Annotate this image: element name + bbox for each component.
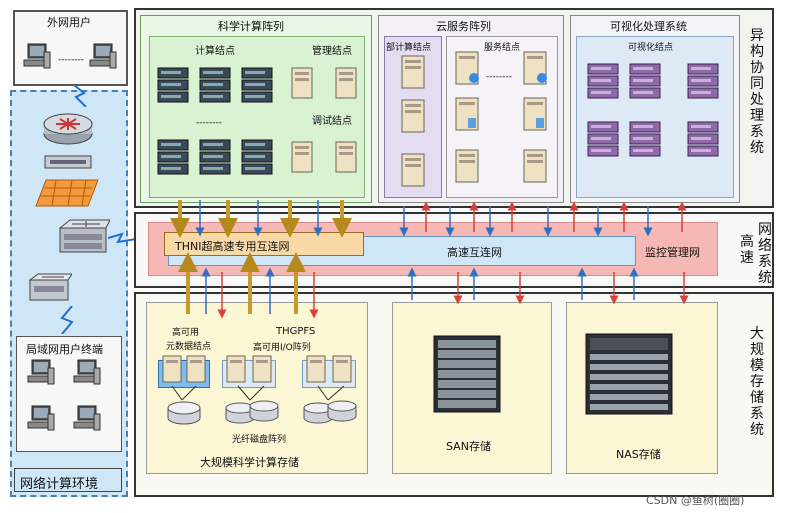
science-array-title: 科学计算阵列 <box>218 20 284 33</box>
san-storage-icon <box>433 335 501 413</box>
io-node-icon <box>226 355 246 383</box>
watermark: CSDN @鱼树(圈圈) <box>646 494 745 507</box>
compute-node-icon <box>241 67 273 103</box>
compute-node-icon <box>199 139 231 175</box>
deploy-node-icon <box>401 153 425 187</box>
pc-icon <box>73 405 101 431</box>
pc-icon <box>27 405 55 431</box>
vis-node-icon <box>687 121 719 157</box>
wireless-link-icon <box>108 232 142 244</box>
service-node-icon <box>523 97 547 131</box>
wireless-link-icon <box>73 85 87 107</box>
service-dots: -------- <box>486 72 512 82</box>
firewall-icon <box>35 179 99 207</box>
thgpfs-label: THGPFS <box>276 326 316 337</box>
pc-dots: -------- <box>58 55 84 65</box>
mgmt-nodes-label: 管理结点 <box>312 46 352 57</box>
thni-label: THNI超高速专用互连网 <box>175 240 290 253</box>
vis-node-icon <box>629 63 661 99</box>
service-node-icon <box>523 51 547 85</box>
vis-node-icon <box>587 63 619 99</box>
fiber-disk-label: 光纤磁盘阵列 <box>232 435 287 445</box>
ha-meta-label-2: 元数据结点 <box>166 342 212 352</box>
ha-io-label: 高可用I/O阵列 <box>253 343 311 353</box>
vis-node-icon <box>687 63 719 99</box>
compute-node-icon <box>199 67 231 103</box>
pc-icon <box>27 359 55 385</box>
hs-net-label: 高速互连网 <box>447 246 502 259</box>
heterogeneous-label: 异构协同处理系统 <box>750 28 764 156</box>
vis-node-icon <box>629 121 661 157</box>
network-env-title: 网络计算环境 <box>20 477 99 492</box>
large-storage-label: 大规模科学计算存储 <box>200 456 299 469</box>
service-node-icon <box>523 149 547 183</box>
cloud-array-title: 云服务阵列 <box>436 20 491 33</box>
large-storage-panel <box>146 302 368 474</box>
pc-icon <box>73 359 101 385</box>
lan-terminals-panel <box>16 336 122 452</box>
compute-node-icon <box>157 139 189 175</box>
meta-node-icon <box>162 355 182 383</box>
wireless-link-icon <box>60 306 74 334</box>
router-icon <box>43 113 93 145</box>
compute-node-icon <box>157 67 189 103</box>
network-env-title-box <box>14 468 122 492</box>
san-label: SAN存储 <box>446 440 491 453</box>
deploy-node-icon <box>401 55 425 89</box>
monitor-net-label: 监控管理网 <box>645 246 700 259</box>
pc-icon <box>23 43 51 69</box>
nas-label: NAS存储 <box>616 448 661 461</box>
io-node-icon <box>306 355 326 383</box>
fiber-disk-icon <box>167 401 201 425</box>
debug-node-icon <box>291 141 313 173</box>
io-node-icon <box>332 355 352 383</box>
debug-node-icon <box>335 141 357 173</box>
vis-node-icon <box>587 121 619 157</box>
mgmt-node-icon <box>291 67 313 99</box>
service-node-icon <box>455 97 479 131</box>
deploy-nodes-label: 部计算结点 <box>386 43 432 53</box>
mgmt-node-icon <box>335 67 357 99</box>
meta-node-icon <box>186 355 206 383</box>
ha-meta-label-1: 高可用 <box>172 328 200 338</box>
core-switch-icon <box>58 219 110 253</box>
fiber-disk-icon <box>225 400 279 424</box>
service-nodes-label: 服务结点 <box>484 43 521 53</box>
service-node-icon <box>455 51 479 85</box>
service-node-icon <box>455 149 479 183</box>
storage-system-label: 大规模存储系统 <box>750 326 764 438</box>
fiber-disk-icon <box>303 400 357 424</box>
nas-storage-icon <box>585 333 673 415</box>
access-switch-icon <box>28 273 72 301</box>
switch-icon <box>44 155 92 169</box>
compute-node-icon <box>241 139 273 175</box>
vis-nodes-panel <box>576 36 734 198</box>
compute-nodes-label: 计算结点 <box>195 46 235 57</box>
lan-terminals-label: 局域网用户终端 <box>26 343 103 356</box>
external-users-label: 外网用户 <box>47 16 91 29</box>
pc-icon <box>89 43 117 69</box>
connection-lines <box>171 385 345 401</box>
deploy-node-icon <box>401 99 425 133</box>
compute-dots: -------- <box>196 118 222 128</box>
vis-system-title: 可视化处理系统 <box>610 20 687 33</box>
vis-nodes-label: 可视化结点 <box>628 43 674 53</box>
debug-nodes-label: 调试结点 <box>312 116 352 127</box>
io-node-icon <box>252 355 272 383</box>
